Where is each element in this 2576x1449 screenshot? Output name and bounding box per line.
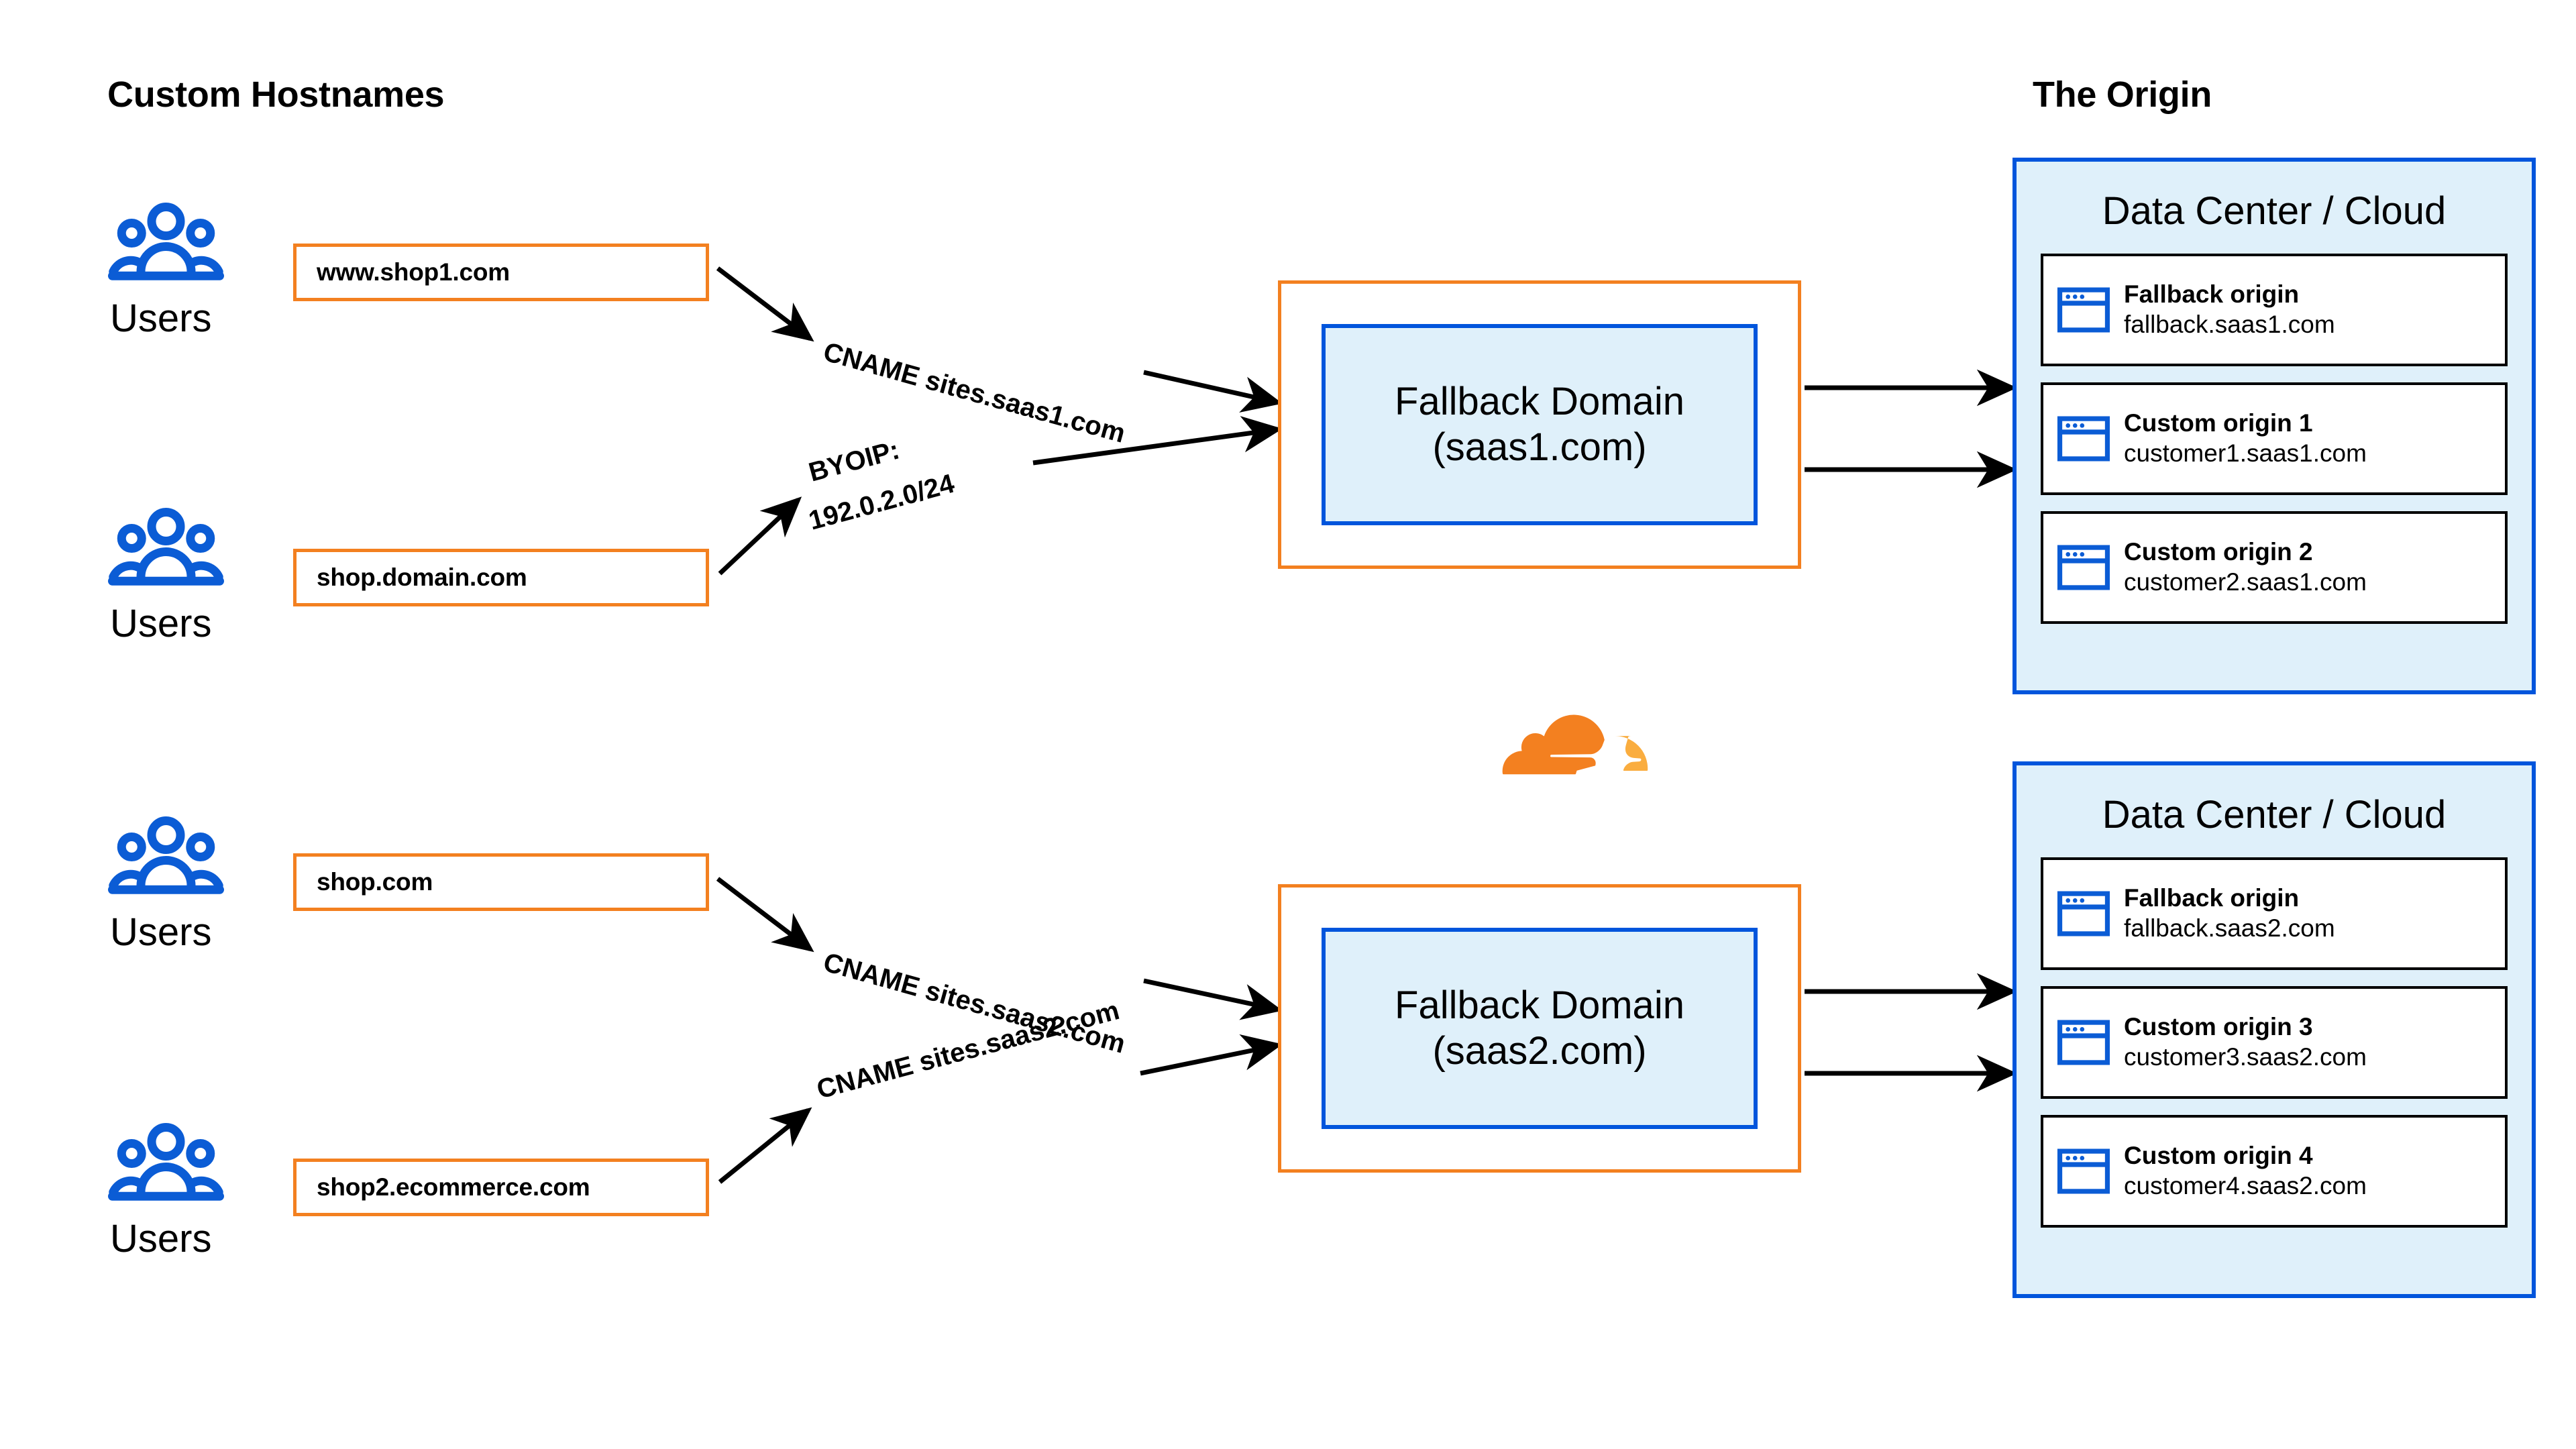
origin-text: Custom origin 3 customer3.saas2.com bbox=[2124, 1012, 2367, 1073]
hostname-value: shop.com bbox=[317, 868, 433, 896]
users-group-1: Users bbox=[107, 201, 262, 338]
origin-card[interactable]: Custom origin 3 customer3.saas2.com bbox=[2041, 986, 2508, 1099]
hostname-box-1[interactable]: www.shop1.com bbox=[293, 244, 709, 301]
origin-text: Custom origin 2 customer2.saas1.com bbox=[2124, 537, 2367, 598]
origin-text: Custom origin 4 customer4.saas2.com bbox=[2124, 1141, 2367, 1202]
origin-name: Custom origin 4 bbox=[2124, 1141, 2313, 1169]
connector-1: CNAME sites.saas1.com bbox=[716, 266, 1283, 449]
origin-card[interactable]: Custom origin 1 customer1.saas1.com bbox=[2041, 382, 2508, 495]
fallback-domain-title: Fallback Domain bbox=[1395, 379, 1684, 423]
data-center-title: Data Center / Cloud bbox=[2102, 189, 2447, 233]
origin-card[interactable]: Custom origin 4 customer4.saas2.com bbox=[2041, 1115, 2508, 1228]
users-group-4: Users bbox=[107, 1122, 262, 1258]
origin-name: Custom origin 3 bbox=[2124, 1012, 2313, 1040]
browser-window-icon bbox=[2057, 1148, 2110, 1194]
users-group-2: Users bbox=[107, 506, 262, 643]
fallback-domain-inner: Fallback Domain (saas2.com) bbox=[1322, 928, 1758, 1129]
origin-connector-2 bbox=[1805, 973, 2018, 1092]
fallback-domain-inner: Fallback Domain (saas1.com) bbox=[1322, 324, 1758, 525]
browser-window-icon bbox=[2057, 545, 2110, 590]
data-center-1: Data Center / Cloud Fallback origin fall… bbox=[2012, 158, 2536, 694]
origin-name: Fallback origin bbox=[2124, 883, 2300, 912]
connector-label-4: CNAME sites.saas2.com bbox=[814, 996, 1122, 1105]
users-label: Users bbox=[110, 297, 212, 340]
browser-window-icon bbox=[2057, 1020, 2110, 1065]
hostname-value: shop2.ecommerce.com bbox=[317, 1173, 590, 1201]
users-group-icon bbox=[108, 1122, 224, 1201]
users-group-3: Users bbox=[107, 815, 262, 952]
origin-hostname: customer2.saas1.com bbox=[2124, 568, 2367, 596]
users-group-icon bbox=[108, 816, 224, 894]
origin-hostname: customer1.saas1.com bbox=[2124, 439, 2367, 468]
fallback-domain-host: (saas2.com) bbox=[1432, 1029, 1647, 1073]
fallback-domain-1: Fallback Domain (saas1.com) bbox=[1278, 280, 1801, 569]
hostname-box-3[interactable]: shop.com bbox=[293, 853, 709, 911]
origin-card[interactable]: Custom origin 2 customer2.saas1.com bbox=[2041, 511, 2508, 624]
origin-hostname: fallback.saas2.com bbox=[2124, 914, 2335, 943]
connector-label-1: CNAME sites.saas1.com bbox=[820, 337, 1129, 449]
connector-label-2-line2: 192.0.2.0/24 bbox=[806, 468, 958, 535]
connector-3: CNAME sites.saas2.com bbox=[716, 877, 1283, 1059]
origin-card[interactable]: Fallback origin fallback.saas1.com bbox=[2041, 254, 2508, 366]
browser-window-icon bbox=[2057, 287, 2110, 333]
users-group-icon bbox=[108, 507, 224, 586]
connector-label-3: CNAME sites.saas2.com bbox=[820, 947, 1129, 1059]
origin-hostname: fallback.saas1.com bbox=[2124, 311, 2335, 339]
users-label: Users bbox=[110, 1217, 212, 1260]
hostname-box-2[interactable]: shop.domain.com bbox=[293, 549, 709, 606]
connector-4: CNAME sites.saas2.com bbox=[718, 996, 1283, 1184]
fallback-domain-title: Fallback Domain bbox=[1395, 983, 1684, 1027]
origin-name: Fallback origin bbox=[2124, 280, 2300, 308]
users-label: Users bbox=[110, 910, 212, 954]
connector-label-2-line1: BYOIP: bbox=[806, 435, 902, 488]
users-label: Users bbox=[110, 602, 212, 645]
browser-window-icon bbox=[2057, 416, 2110, 462]
hostname-value: www.shop1.com bbox=[317, 258, 510, 286]
fallback-domain-host: (saas1.com) bbox=[1432, 425, 1647, 469]
cloudflare-logo bbox=[1502, 714, 1648, 775]
data-center-title: Data Center / Cloud bbox=[2102, 793, 2447, 837]
origin-connector-1 bbox=[1805, 369, 2018, 488]
origin-card[interactable]: Fallback origin fallback.saas2.com bbox=[2041, 857, 2508, 970]
origin-name: Custom origin 2 bbox=[2124, 537, 2313, 566]
browser-window-icon bbox=[2057, 891, 2110, 936]
connector-2: BYOIP: 192.0.2.0/24 bbox=[718, 416, 1283, 576]
origin-hostname: customer3.saas2.com bbox=[2124, 1043, 2367, 1071]
origin-name: Custom origin 1 bbox=[2124, 409, 2313, 437]
custom-hostnames-heading: Custom Hostnames bbox=[107, 74, 445, 115]
hostname-value: shop.domain.com bbox=[317, 564, 527, 591]
origin-text: Custom origin 1 customer1.saas1.com bbox=[2124, 409, 2367, 470]
users-group-icon bbox=[108, 202, 224, 280]
origin-text: Fallback origin fallback.saas1.com bbox=[2124, 280, 2335, 341]
origin-text: Fallback origin fallback.saas2.com bbox=[2124, 883, 2335, 945]
origin-hostname: customer4.saas2.com bbox=[2124, 1172, 2367, 1200]
fallback-domain-2: Fallback Domain (saas2.com) bbox=[1278, 884, 1801, 1173]
the-origin-heading: The Origin bbox=[2033, 74, 2212, 115]
hostname-box-4[interactable]: shop2.ecommerce.com bbox=[293, 1159, 709, 1216]
data-center-2: Data Center / Cloud Fallback origin fall… bbox=[2012, 761, 2536, 1298]
